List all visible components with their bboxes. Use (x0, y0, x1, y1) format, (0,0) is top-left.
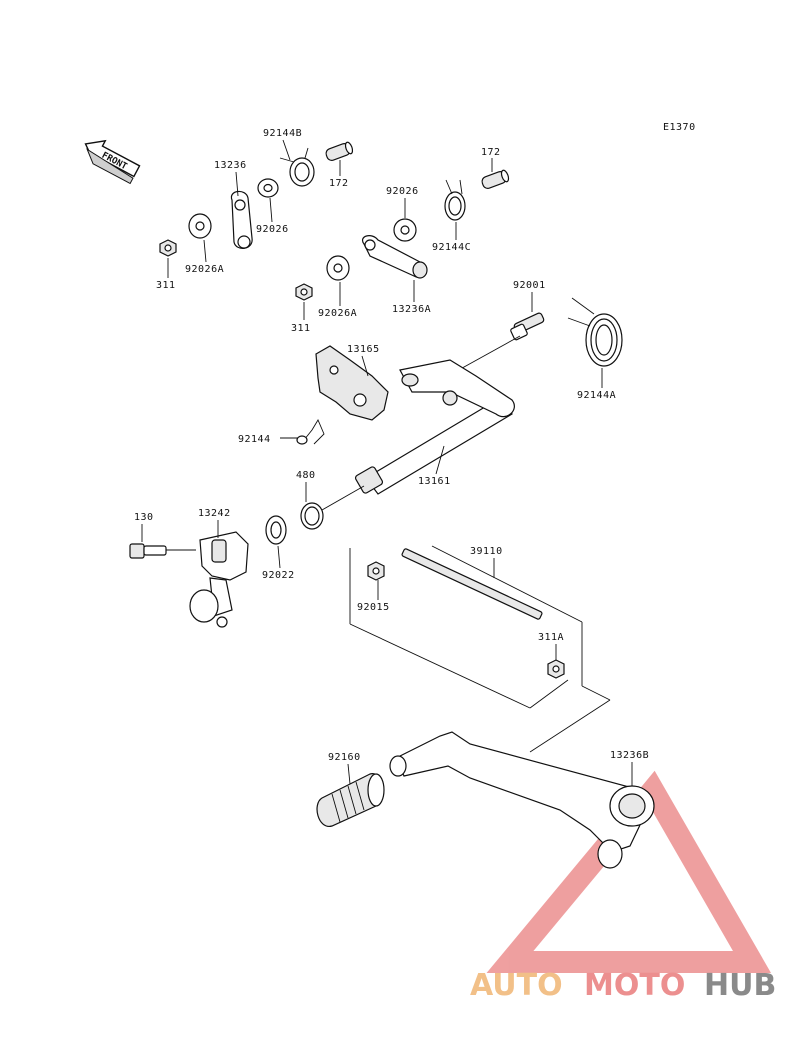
bolt-92001 (510, 312, 545, 341)
washer-92026A-a (188, 213, 212, 239)
label-92001: 92001 (513, 280, 546, 291)
washer-92022 (265, 515, 287, 545)
nut-311-b (295, 283, 313, 301)
label-130: 130 (134, 512, 154, 523)
label-39110: 39110 (470, 546, 503, 557)
watermark-part-moto: MOTO (584, 968, 685, 1003)
label-92144A: 92144A (577, 390, 616, 401)
rod-assembly-39110 (349, 545, 611, 753)
label-92026-a: 92026 (256, 224, 289, 235)
label-480: 480 (296, 470, 316, 481)
label-311-b: 311 (291, 323, 311, 334)
label-92026A-b: 92026A (318, 308, 357, 319)
spring-92144 (296, 419, 325, 445)
washer-92026-b (393, 218, 417, 242)
pin-172-b (481, 169, 510, 189)
label-172-b: 172 (481, 147, 501, 158)
label-92026-b: 92026 (386, 186, 419, 197)
washer-92026-a (257, 178, 279, 198)
front-arrow-icon: FRONT (84, 139, 141, 185)
spring-92144C (444, 179, 466, 221)
washer-92026A-b (326, 255, 350, 281)
shaft-13161 (354, 359, 515, 495)
nut-311-a (159, 239, 177, 257)
rubber-92160 (316, 773, 385, 827)
label-92026A-a: 92026A (185, 264, 224, 275)
nut-311A (547, 659, 565, 679)
label-92144: 92144 (238, 434, 271, 445)
label-13236A: 13236A (392, 304, 431, 315)
circlip-480 (300, 502, 324, 530)
label-92022: 92022 (262, 570, 295, 581)
label-92144C: 92144C (432, 242, 471, 253)
label-92144B: 92144B (263, 128, 302, 139)
label-13161: 13161 (418, 476, 451, 487)
plate-13165 (315, 345, 389, 421)
watermark-part-hub: HUB (704, 968, 776, 1003)
label-13236B: 13236B (610, 750, 649, 761)
spring-92144A (567, 297, 623, 367)
label-92015: 92015 (357, 602, 390, 613)
label-311A: 311A (538, 632, 564, 643)
lever-13236A (362, 235, 428, 279)
lever-13242 (189, 531, 249, 628)
label-311-a: 311 (156, 280, 176, 291)
lever-13236 (230, 190, 253, 249)
label-172-a: 172 (329, 178, 349, 189)
watermark-part-auto: AUTO (470, 968, 563, 1003)
watermark-logo (486, 770, 772, 973)
bolt-130 (129, 543, 167, 559)
label-13165: 13165 (347, 344, 380, 355)
pin-172-a (325, 141, 354, 161)
spring-92144B (279, 147, 315, 187)
diagram-code: E1370 (663, 122, 696, 133)
nut-92015 (367, 561, 385, 581)
label-92160: 92160 (328, 752, 361, 763)
label-13236: 13236 (214, 160, 247, 171)
label-13242: 13242 (198, 508, 231, 519)
watermark-text: AUTO MOTO HUB (470, 968, 776, 1003)
